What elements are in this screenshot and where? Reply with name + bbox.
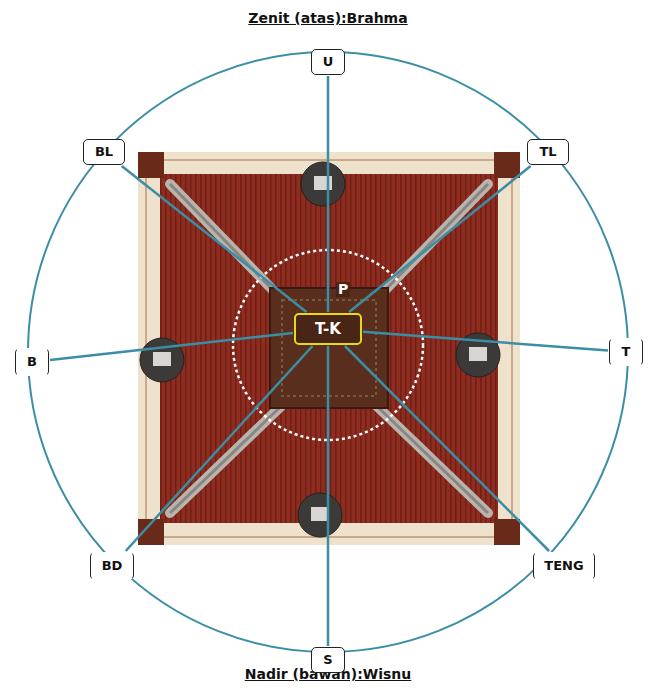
direction-label: U <box>311 49 345 75</box>
label-text: BL <box>95 145 113 159</box>
label-text: TENG <box>544 559 583 573</box>
title: Zenit (atas):Brahma <box>0 10 656 26</box>
label-text: T-K <box>315 321 341 338</box>
direction-line <box>345 346 549 551</box>
label-text: U <box>323 55 334 69</box>
direction-label: BD <box>90 552 134 580</box>
label-text: T <box>622 345 631 359</box>
label-text: B <box>27 355 37 369</box>
direction-line <box>327 346 330 646</box>
direction-label: TL <box>527 139 569 165</box>
region-label: P <box>336 282 350 297</box>
direction-circle <box>28 52 628 652</box>
direction-line <box>122 166 307 312</box>
title-text: Zenit (atas):Brahma <box>248 10 407 26</box>
label-text: BD <box>102 559 123 573</box>
direction-label: BL <box>83 139 125 165</box>
direction-label: B <box>15 348 49 376</box>
label-text: S <box>323 653 332 667</box>
label-text: TL <box>539 145 556 159</box>
direction-line <box>327 76 330 312</box>
direction-label: TENG <box>533 552 595 580</box>
direction-line <box>349 166 530 312</box>
direction-label: S <box>311 647 345 673</box>
direction-label: T <box>609 338 643 366</box>
direction-line <box>126 346 313 551</box>
direction-line <box>50 333 293 360</box>
center-box: T-K <box>294 313 362 345</box>
direction-line <box>363 332 608 351</box>
